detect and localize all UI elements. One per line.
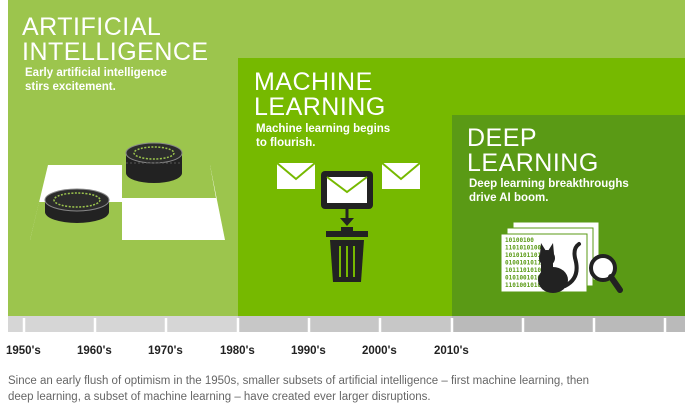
envelope-center-icon [321,171,373,209]
deep-learning-illustration: 1010010011010101001010101101101001010111… [495,218,625,308]
binary-line: 1101010100 [505,245,542,252]
caption-line1: Since an early flush of optimism in the … [8,373,683,389]
ai-desc-line1: Early artificial intelligence [25,66,167,80]
envelope-left-icon [277,163,315,189]
ml-desc-line2: to flourish. [256,136,390,150]
timeline [0,316,685,348]
checkers-board-icon [20,130,230,240]
caption: Since an early flush of optimism in the … [8,373,683,405]
dl-title: DEEP LEARNING [467,126,599,176]
arrow-down-icon [340,209,354,226]
caption-line2: deep learning, a subset of machine learn… [8,389,683,405]
ai-title-line1: ARTIFICIAL [22,15,209,40]
timeline-label: 1950's [6,345,41,357]
binary-line: 10100100 [505,237,534,244]
ai-desc-line2: stirs excitement. [25,80,167,94]
timeline-label: 1970's [148,345,183,357]
ml-description: Machine learning begins to flourish. [256,122,390,150]
ml-desc-line1: Machine learning begins [256,122,390,136]
checker-piece-bottom-icon [45,189,109,223]
ml-title-line2: LEARNING [254,95,386,120]
dl-title-line1: DEEP [467,126,599,151]
ml-title-line1: MACHINE [254,70,386,95]
magnifying-glass-icon [591,256,620,290]
ml-title: MACHINE LEARNING [254,70,386,120]
binary-line: 0100101011 [505,260,542,267]
timeline-label: 1990's [291,345,326,357]
timeline-label: 1960's [77,345,112,357]
dl-title-line2: LEARNING [467,151,599,176]
dl-desc-line1: Deep learning breakthroughs [469,177,629,191]
envelope-right-icon [382,163,420,189]
trash-can-icon [326,227,368,282]
dl-desc-line2: drive AI boom. [469,191,629,205]
timeline-label: 2010's [434,345,469,357]
ai-description: Early artificial intelligence stirs exci… [25,66,167,94]
dl-description: Deep learning breakthroughs drive AI boo… [469,177,629,205]
machine-learning-illustration [272,158,422,288]
ai-title-line2: INTELLIGENCE [22,40,209,65]
ai-title: ARTIFICIAL INTELLIGENCE [22,15,209,65]
timeline-label: 2000's [362,345,397,357]
binary-line: 0101001010 [505,275,542,282]
timeline-label: 1980's [220,345,255,357]
checker-piece-top-icon [126,143,182,183]
binary-line: 1011101010 [505,267,542,274]
binary-line: 1101001010 [505,282,542,289]
